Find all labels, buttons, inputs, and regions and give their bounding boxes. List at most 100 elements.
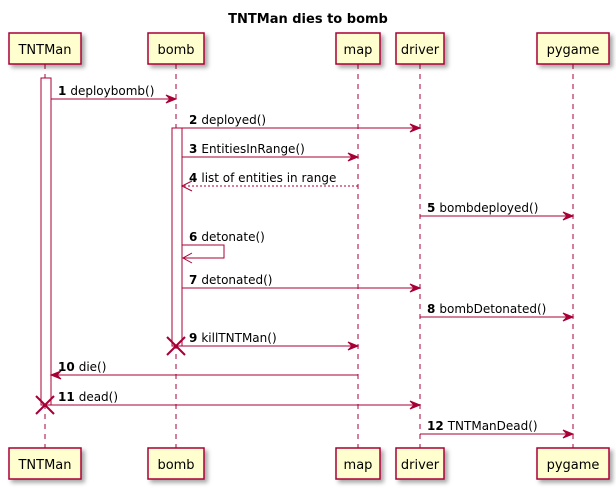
participant-box-bomb-top: bomb <box>147 32 205 65</box>
message-text: die() <box>79 360 107 374</box>
participant-box-pygame-bottom: pygame <box>536 447 610 480</box>
message-arrowhead <box>562 312 575 322</box>
message-text: bombDetonated() <box>439 302 546 316</box>
message-text: bombdeployed() <box>439 201 538 215</box>
message-number: 6 <box>189 230 197 244</box>
message-text: deploybomb() <box>70 84 154 98</box>
participant-box-map-top: map <box>335 32 381 65</box>
message-line <box>182 244 225 259</box>
message-arrowhead <box>181 252 193 264</box>
participant-rect <box>395 32 445 65</box>
participant-box-driver-top: driver <box>395 32 445 65</box>
message-number: 5 <box>427 201 435 215</box>
message-arrowhead <box>347 341 360 351</box>
message-text: list of entities in range <box>201 171 336 185</box>
message-text: TNTManDead() <box>447 419 538 433</box>
destroy-marker-tntman <box>35 395 55 415</box>
diagram-title: TNTMan dies to bomb <box>228 12 388 27</box>
participant-rect <box>8 32 82 65</box>
participant-box-map-bottom: map <box>335 447 381 480</box>
participant-rect <box>335 32 381 65</box>
message-1: 1 deploybomb() <box>51 84 178 104</box>
message-arrowhead <box>180 180 193 192</box>
message-text: detonated() <box>201 273 272 287</box>
message-number: 8 <box>427 302 435 316</box>
participant-rect <box>536 447 610 480</box>
participant-label: driver <box>401 43 440 58</box>
message-number: 12 <box>427 419 444 433</box>
message-8: 8 bombDetonated() <box>420 302 575 322</box>
participant-label: map <box>344 43 373 58</box>
message-label: 2 deployed() <box>189 113 266 127</box>
message-arrowhead <box>409 123 422 133</box>
message-label: 4 list of entities in range <box>189 171 336 185</box>
message-text: killTNTMan() <box>201 331 276 345</box>
participant-label: map <box>344 458 373 473</box>
participant-rect <box>335 447 381 480</box>
message-label: 6 detonate() <box>189 230 265 244</box>
message-arrowhead <box>409 283 422 293</box>
participant-rect <box>395 447 445 480</box>
participant-box-tntman-top: TNTMan <box>8 32 82 65</box>
message-text: dead() <box>79 390 118 404</box>
activation-bar-bomb <box>171 127 183 347</box>
message-arrowhead <box>49 370 62 380</box>
activation-bar-tntman <box>40 77 52 406</box>
participant-box-tntman-bottom: TNTMan <box>8 447 82 480</box>
message-number: 10 <box>58 360 75 374</box>
message-text: deployed() <box>201 113 266 127</box>
message-6: 6 detonate() <box>181 230 265 264</box>
message-number: 4 <box>189 171 197 185</box>
message-5: 5 bombdeployed() <box>420 201 575 221</box>
participant-boxes: TNTManTNTManbombbombmapmapdriverdriverpy… <box>8 32 610 480</box>
message-10: 10 die() <box>49 360 358 380</box>
message-number: 2 <box>189 113 197 127</box>
participant-rect <box>8 447 82 480</box>
participant-box-driver-bottom: driver <box>395 447 445 480</box>
participant-rect <box>536 32 610 65</box>
message-arrowhead <box>165 94 178 104</box>
message-arrowhead <box>562 211 575 221</box>
message-number: 9 <box>189 331 197 345</box>
message-number: 3 <box>189 142 197 156</box>
participant-label: pygame <box>547 43 600 58</box>
message-label: 11 dead() <box>58 390 118 404</box>
message-label: 5 bombdeployed() <box>427 201 538 215</box>
destroy-marker-bomb <box>166 336 186 356</box>
message-9: 9 killTNTMan() <box>182 331 360 351</box>
participant-label: pygame <box>547 458 600 473</box>
participant-rect <box>147 447 205 480</box>
participant-box-bomb-bottom: bomb <box>147 447 205 480</box>
participant-label: TNTMan <box>17 43 71 58</box>
participant-rect <box>147 32 205 65</box>
participant-box-pygame-top: pygame <box>536 32 610 65</box>
message-label: 3 EntitiesInRange() <box>189 142 305 156</box>
message-3: 3 EntitiesInRange() <box>182 142 360 162</box>
message-label: 8 bombDetonated() <box>427 302 546 316</box>
message-arrowhead <box>347 152 360 162</box>
message-number: 11 <box>58 390 75 404</box>
participant-label: bomb <box>157 43 194 58</box>
message-arrowhead <box>409 400 422 410</box>
message-label: 1 deploybomb() <box>58 84 154 98</box>
message-4: 4 list of entities in range <box>180 171 358 192</box>
messages: 1 deploybomb() 2 deployed() 3 EntitiesInRange… <box>35 84 575 439</box>
message-label: 10 die() <box>58 360 106 374</box>
message-number: 1 <box>58 84 66 98</box>
message-text: detonate() <box>201 230 264 244</box>
message-11: 11 dead() <box>51 390 422 410</box>
participant-label: TNTMan <box>17 458 71 473</box>
participant-label: driver <box>401 458 440 473</box>
participant-label: bomb <box>157 458 194 473</box>
message-text: EntitiesInRange() <box>201 142 304 156</box>
message-label: 9 killTNTMan() <box>189 331 277 345</box>
activation-bars <box>40 77 183 406</box>
lifelines <box>44 64 574 448</box>
message-2: 2 deployed() <box>182 113 422 133</box>
